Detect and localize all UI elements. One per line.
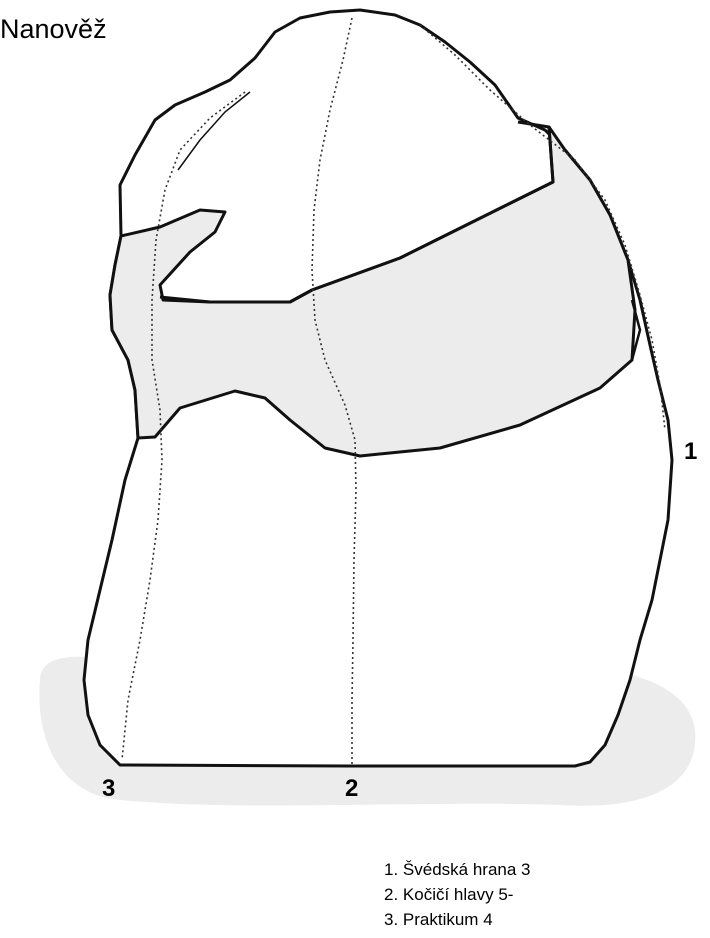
- route-legend: 1. Švédská hrana 3 2. Kočičí hlavy 5- 3.…: [384, 857, 530, 932]
- legend-item: 2. Kočičí hlavy 5-: [384, 882, 530, 907]
- route-marker-2: 2: [345, 775, 358, 803]
- legend-item: 3. Praktikum 4: [384, 907, 530, 932]
- legend-item: 1. Švédská hrana 3: [384, 857, 530, 882]
- page-title: Nanověž: [0, 14, 107, 45]
- route-marker-1: 1: [684, 438, 697, 466]
- route-marker-3: 3: [102, 775, 115, 803]
